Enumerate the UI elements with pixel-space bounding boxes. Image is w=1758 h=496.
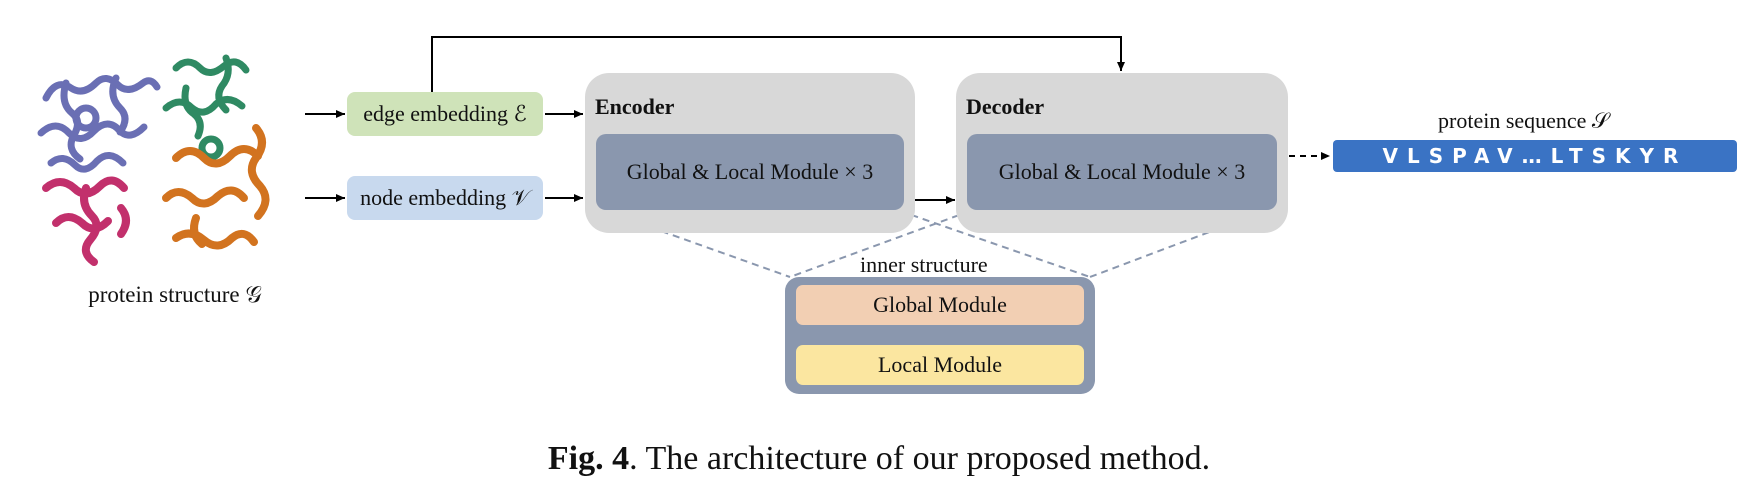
ribbon-green [162,54,250,161]
dashed-encoder-right [899,210,1091,278]
arrow-skip-to-decoder [431,36,1125,92]
dashed-encoder-left [604,210,791,278]
caption-text: . The architecture of our proposed metho… [629,440,1211,477]
figure-number: Fig. 4 [547,440,630,477]
local-module-box: Local Module [796,345,1084,385]
node-embedding-box: node embedding 𝒱 [347,176,543,220]
protein-sequence-bar: VLSPAV…LTSKYR [1333,140,1737,172]
edge-embedding-box: edge embedding ℰ [347,92,543,136]
encoder-module: Global & Local Module × 3 [596,134,904,210]
dashed-decoder-left [789,210,971,278]
global-module-box: Global Module [796,285,1084,325]
ribbon-purple [37,74,161,173]
ribbon-orange [162,124,270,250]
protein-sequence-label: protein sequence 𝒮 [1438,108,1609,133]
encoder-title: Encoder [595,94,675,119]
protein-structure-image [37,54,270,266]
decoder-module: Global & Local Module × 3 [967,134,1277,210]
inner-structure-label: inner structure [860,252,988,277]
ribbon-magenta [42,176,130,266]
decoder-title: Decoder [966,94,1045,119]
protein-structure-label: protein structure 𝒢 [88,282,262,307]
figure-caption: Fig. 4. The architecture of our proposed… [0,440,1758,478]
